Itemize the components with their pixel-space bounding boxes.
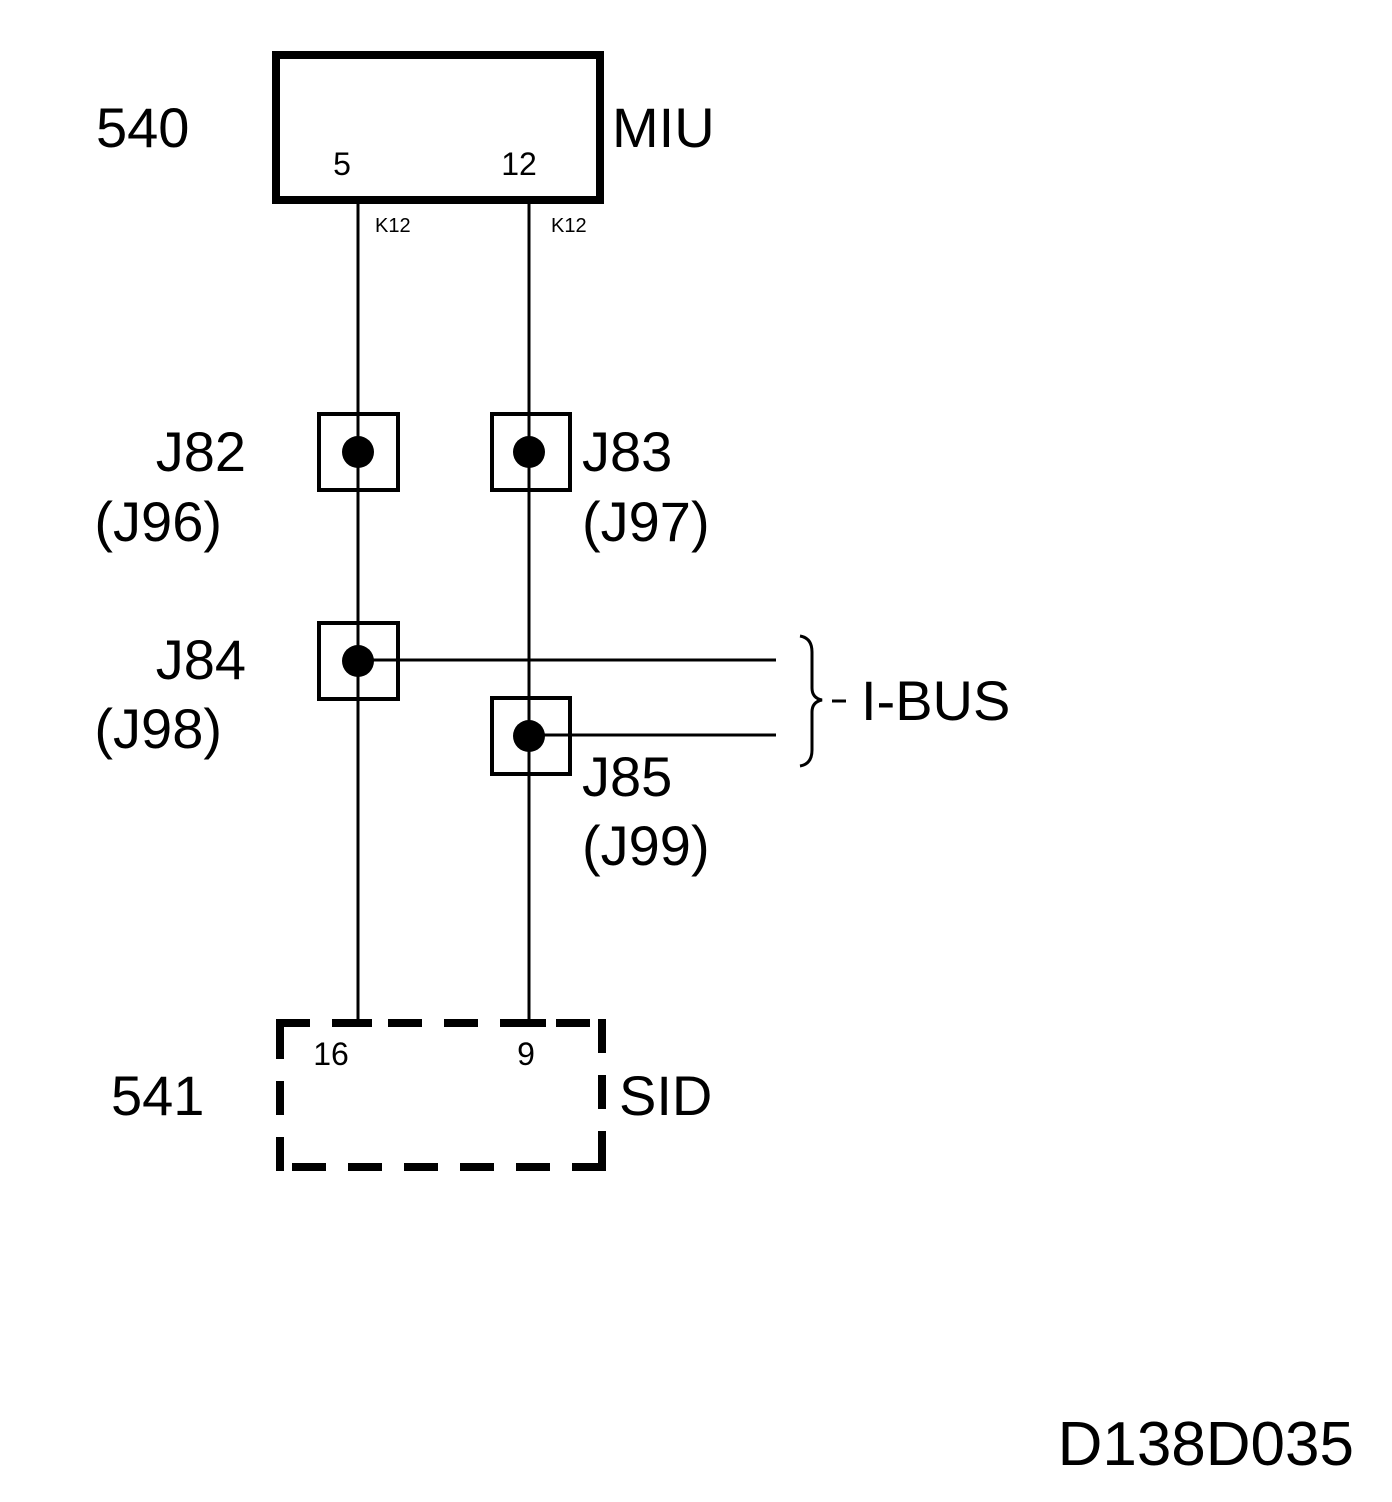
ibus-group: I-BUS	[799, 634, 1010, 768]
connector-j85: J85 (J99)	[490, 696, 776, 877]
wires: K12 K12	[356, 203, 587, 1021]
miu-name: MIU	[612, 96, 715, 159]
connector-j83-label: J83	[582, 420, 672, 483]
sid-name: SID	[619, 1064, 712, 1127]
connector-j85-label: J85	[582, 745, 672, 808]
miu-ref-number: 540	[96, 96, 189, 159]
connector-j83-alt-label: (J97)	[582, 490, 710, 553]
connector-j85-alt-label: (J99)	[582, 814, 710, 877]
wire-right-label: K12	[551, 215, 587, 237]
connector-j84-label: J84	[156, 628, 246, 691]
wire-left-label: K12	[375, 215, 411, 237]
connector-j83: J83 (J97)	[490, 412, 710, 553]
connector-j84: J84 (J98)	[94, 621, 776, 760]
connector-j82: J82 (J96)	[94, 412, 400, 553]
miu-pin-12: 12	[501, 146, 537, 182]
ibus-label: I-BUS	[861, 669, 1010, 732]
connector-j82-alt-label: (J96)	[94, 490, 222, 553]
miu-pin-5: 5	[333, 146, 351, 182]
connector-j82-label: J82	[156, 420, 246, 483]
drawing-id: D138D035	[1058, 1410, 1354, 1479]
sid-component: 541 16 9 SID	[111, 1019, 712, 1171]
connector-j82-box	[317, 412, 400, 492]
sid-ref-number: 541	[111, 1064, 204, 1127]
miu-box	[272, 51, 604, 204]
connector-j82-dot	[342, 436, 374, 468]
sid-pin-16: 16	[313, 1036, 349, 1072]
connector-j84-box	[317, 621, 400, 701]
sid-pin-9: 9	[517, 1036, 535, 1072]
connector-j83-dot	[513, 436, 545, 468]
connector-j84-alt-label: (J98)	[94, 697, 222, 760]
connector-j85-dot	[513, 720, 545, 752]
ibus-brace	[799, 634, 823, 768]
miu-component: 540 MIU 5 12	[96, 51, 715, 204]
connector-j84-dot	[342, 645, 374, 677]
connector-j85-box	[490, 696, 572, 776]
connector-j83-box	[490, 412, 572, 492]
